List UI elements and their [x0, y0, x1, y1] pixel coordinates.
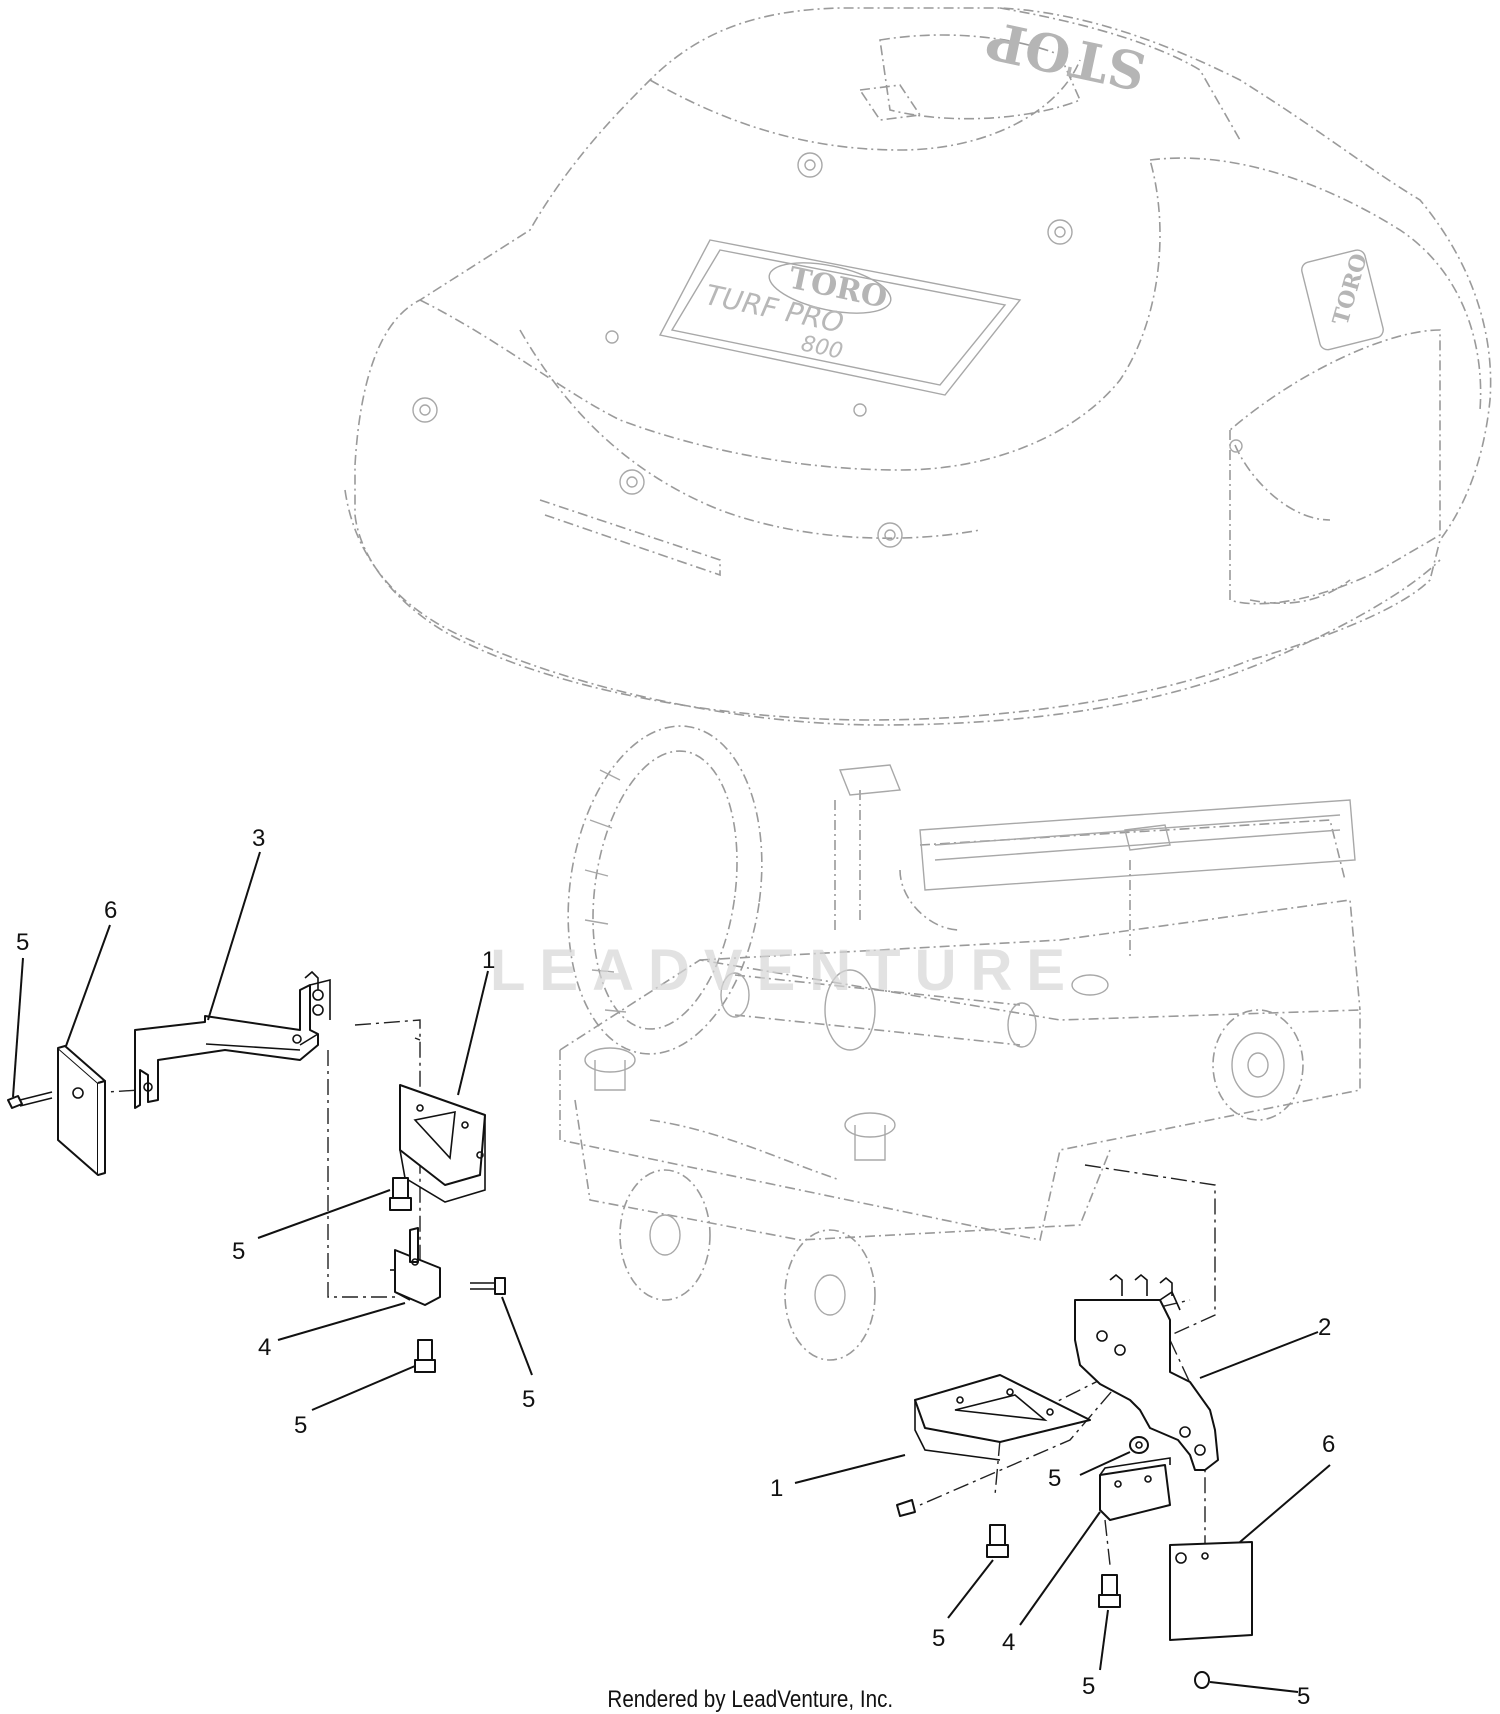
callout-3-left-bracket: 3: [252, 825, 265, 852]
right-assembly-chain: [1039, 1164, 1216, 1560]
left-mid-bolt-part-5: [389, 1177, 412, 1211]
callout-5-left-low-a: 5: [294, 1412, 307, 1439]
callout-6-right-plate: 6: [1322, 1431, 1335, 1458]
callout-2-right-bracket: 2: [1318, 1314, 1331, 1341]
callout-group-left: 5 6 3 1 5 4 5 5: [12, 825, 535, 1439]
callout-6-left-plate: 6: [104, 897, 117, 924]
watermark: LEADVENTURE: [490, 938, 1079, 1003]
callout-1-left-gusset: 1: [482, 947, 495, 974]
right-lower-bolt-part-5: [986, 1524, 1009, 1558]
right-left-bolt-part-5: [896, 1499, 916, 1517]
right-assembly-chain-2: [919, 1369, 1131, 1566]
callout-5-left-low-b: 5: [522, 1386, 535, 1413]
hood-fasteners: [412, 152, 1243, 548]
left-bolt-part-5: [7, 1091, 53, 1109]
hood-ghost: TORO TURF PRO 800 TORO STOP: [344, 7, 1492, 726]
chassis-ghost: [559, 725, 1361, 1361]
right-gusset-part-1: [914, 1374, 1091, 1461]
callout-5-left-bolt: 5: [16, 929, 29, 956]
callout-5-right-bottom: 5: [1082, 1673, 1095, 1700]
left-low-bolt-b-part-5: [470, 1277, 506, 1295]
callout-5-left-mid: 5: [232, 1238, 245, 1265]
callout-4-right-mount: 4: [1002, 1629, 1015, 1656]
left-plate-part-6: [57, 1045, 106, 1176]
callout-group-right: 2 6 1 5 5 4 5 5: [770, 1314, 1335, 1710]
right-plate-part-6: [1169, 1541, 1253, 1641]
right-upper-bolt-part-5: [1129, 1436, 1149, 1454]
callout-5-right-plate-bolt: 5: [1297, 1683, 1310, 1710]
left-bracket-part-3: [134, 970, 331, 1109]
hood-brand-side: TORO: [1328, 251, 1373, 328]
left-low-bolt-a-part-5: [414, 1339, 436, 1373]
callout-5-right-lower: 5: [932, 1625, 945, 1652]
callout-5-right-upper: 5: [1048, 1465, 1061, 1492]
left-assembly-chain: [327, 1019, 421, 1298]
right-bottom-bolt-part-5: [1098, 1574, 1121, 1608]
left-gusset-part-1: [399, 1084, 486, 1203]
right-mount-part-4: [1099, 1457, 1171, 1521]
right-plate-bolt-part-5: [1194, 1671, 1210, 1689]
footer-credit: Rendered by LeadVenture, Inc.: [607, 1686, 894, 1713]
left-mount-part-4: [390, 1227, 441, 1306]
right-bracket-part-2: [1074, 1273, 1219, 1471]
hood-top-lettering: STOP: [981, 8, 1151, 101]
callout-4-left-mount: 4: [258, 1334, 271, 1361]
callout-1-right-gusset: 1: [770, 1475, 783, 1502]
